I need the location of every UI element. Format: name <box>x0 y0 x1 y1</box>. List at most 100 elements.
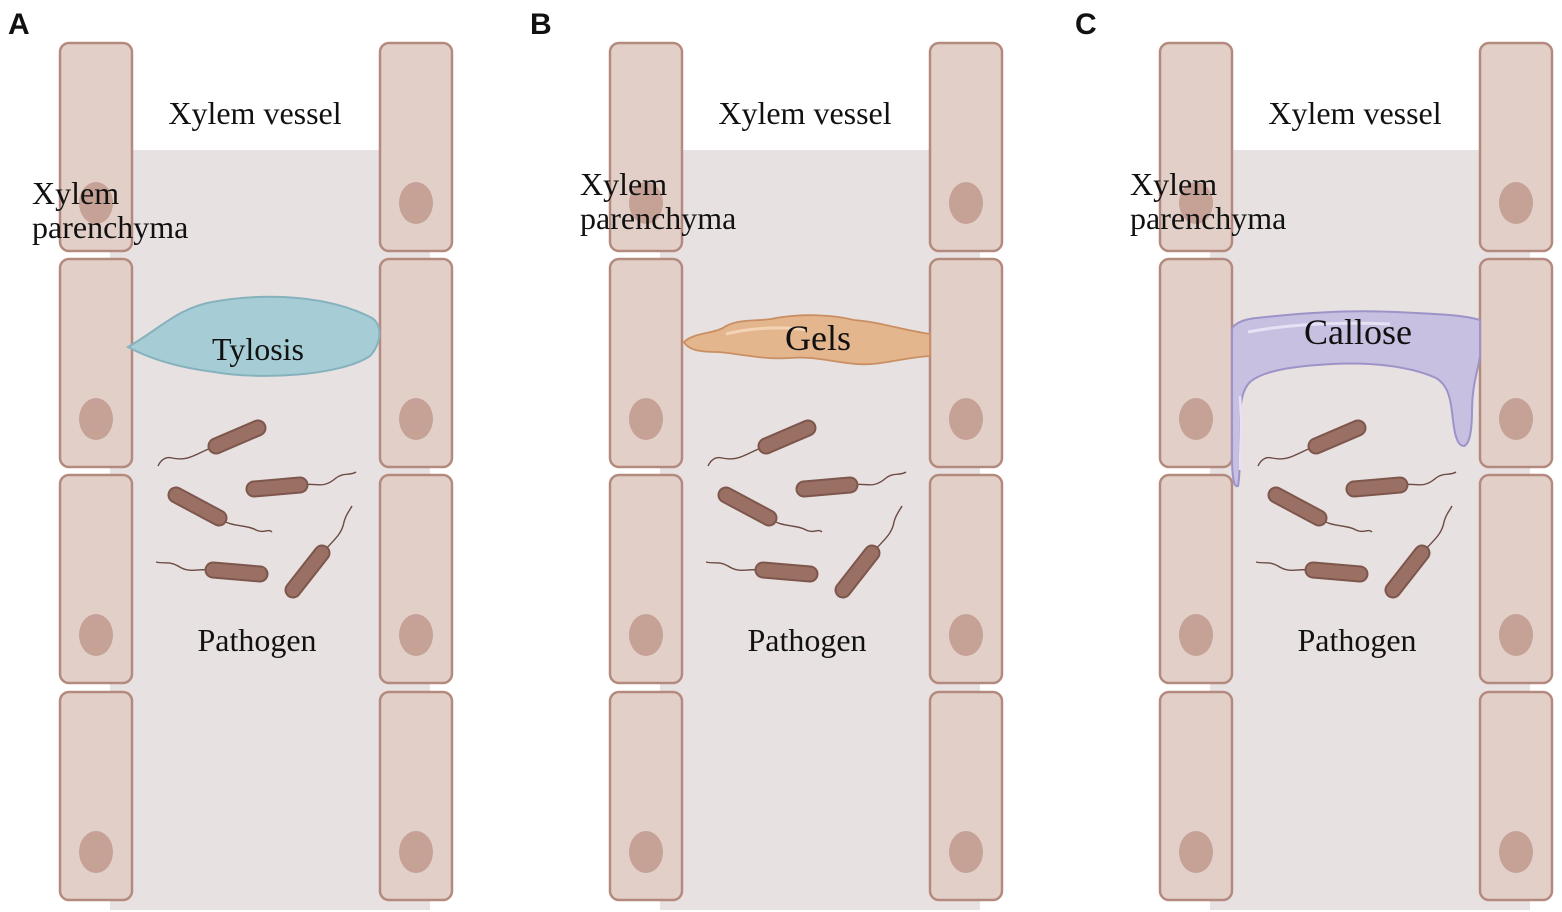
cell-nucleus <box>1499 614 1533 656</box>
cell-wall <box>58 257 134 469</box>
cell-wall <box>378 690 454 902</box>
bacterium-flagellum <box>1421 505 1453 554</box>
bacterium-body <box>1269 488 1326 525</box>
callose-highlight <box>1238 395 1243 471</box>
cell-wall <box>58 473 134 685</box>
cell-wall <box>378 257 454 469</box>
cell-nucleus <box>629 614 663 656</box>
cell-wall <box>1478 257 1554 469</box>
bacterium-body <box>209 421 265 453</box>
bacterium-body <box>169 488 226 525</box>
gels-highlight <box>725 326 807 336</box>
bacterium-flagellum <box>321 505 353 554</box>
cell-wall <box>1158 41 1234 253</box>
cell-nucleus <box>399 831 433 873</box>
parenchyma-cell <box>58 690 134 902</box>
xylem-parenchyma-label-line1: Xylem <box>32 175 119 211</box>
cell-wall <box>1158 690 1234 902</box>
cell-wall <box>1158 473 1234 685</box>
cell-nucleus <box>1179 398 1213 440</box>
pathogen-bacterium <box>245 471 357 498</box>
blockage-label-tylosis: Tylosis <box>212 331 304 367</box>
parenchyma-cell <box>378 41 454 253</box>
cell-nucleus <box>629 831 663 873</box>
parenchyma-cell <box>378 257 454 469</box>
blockage-label-callose: Callose <box>1304 312 1412 352</box>
cell-wall <box>378 473 454 685</box>
cell-wall <box>928 41 1004 253</box>
cell-nucleus <box>949 182 983 224</box>
cell-wall <box>608 41 684 253</box>
bacterium-flagellum <box>1318 517 1373 533</box>
parenchyma-cell <box>1158 473 1234 685</box>
bacterium-flagellum <box>707 445 767 467</box>
parenchyma-cell <box>608 41 684 253</box>
cell-wall <box>608 473 684 685</box>
xylem-parenchyma-label-line1: Xylem <box>1130 166 1217 202</box>
pathogen-bacterium <box>1255 561 1369 583</box>
cell-nucleus <box>949 398 983 440</box>
cell-nucleus <box>1499 831 1533 873</box>
gels-shape <box>682 314 931 366</box>
parenchyma-cell <box>1478 690 1554 902</box>
parenchyma-cell <box>1158 690 1234 902</box>
bacterium-flagellum <box>155 561 214 571</box>
bacterium-flagellum <box>1399 471 1457 486</box>
cell-nucleus <box>79 614 113 656</box>
bacterium-body <box>756 563 817 581</box>
parenchyma-cell <box>58 473 134 685</box>
cell-nucleus <box>79 831 113 873</box>
parenchyma-cell <box>928 473 1004 685</box>
bacterium-flagellum <box>157 445 217 467</box>
bacterium-body <box>797 478 857 496</box>
cell-wall <box>608 257 684 469</box>
bacterium-body <box>759 421 815 453</box>
xylem-parenchyma-label-line1: Xylem <box>580 166 667 202</box>
pathogen-bacterium <box>795 471 907 498</box>
xylem-vessel-lumen <box>1210 150 1530 910</box>
bacterium-body <box>836 546 879 597</box>
cell-nucleus <box>399 182 433 224</box>
cell-wall <box>1478 473 1554 685</box>
parenchyma-cell <box>1158 257 1234 469</box>
parenchyma-cell <box>608 473 684 685</box>
cell-nucleus <box>1499 182 1533 224</box>
pathogen-bacterium <box>705 561 819 583</box>
xylem-vessel-label: Xylem vessel <box>718 95 891 131</box>
pathogen-bacterium <box>717 486 823 533</box>
parenchyma-cell <box>1158 41 1234 253</box>
parenchyma-cell <box>378 473 454 685</box>
cell-nucleus <box>399 398 433 440</box>
xylem-parenchyma-label-line2: parenchyma <box>32 209 188 245</box>
cell-nucleus <box>629 182 663 224</box>
cell-nucleus <box>949 831 983 873</box>
panel-letter: C <box>1075 8 1097 41</box>
parenchyma-cell <box>1478 473 1554 685</box>
blockage-label-gels: Gels <box>785 318 851 358</box>
parenchyma-cell <box>1478 41 1554 253</box>
bacterium-flagellum <box>849 471 907 486</box>
bacterium-flagellum <box>1257 445 1317 467</box>
cell-wall <box>1478 41 1554 253</box>
parenchyma-cell <box>608 257 684 469</box>
pathogen-bacterium <box>1267 486 1373 533</box>
panel-letter: B <box>530 8 552 41</box>
parenchyma-cell <box>1478 257 1554 469</box>
pathogen-label: Pathogen <box>747 622 866 658</box>
bacterium-flagellum <box>705 561 764 571</box>
cell-nucleus <box>79 182 113 224</box>
xylem-vessel-lumen <box>660 150 980 910</box>
pathogen-label: Pathogen <box>1297 622 1416 658</box>
parenchyma-cell <box>58 257 134 469</box>
pathogen-bacterium <box>1384 505 1453 599</box>
parenchyma-cell <box>608 690 684 902</box>
bacterium-body <box>1306 563 1367 581</box>
parenchyma-cell <box>58 41 134 253</box>
pathogen-bacterium <box>155 561 269 583</box>
pathogen-bacterium <box>834 505 903 599</box>
parenchyma-cell <box>928 690 1004 902</box>
pathogen-bacterium <box>707 419 817 467</box>
pathogen-bacterium <box>167 486 273 533</box>
